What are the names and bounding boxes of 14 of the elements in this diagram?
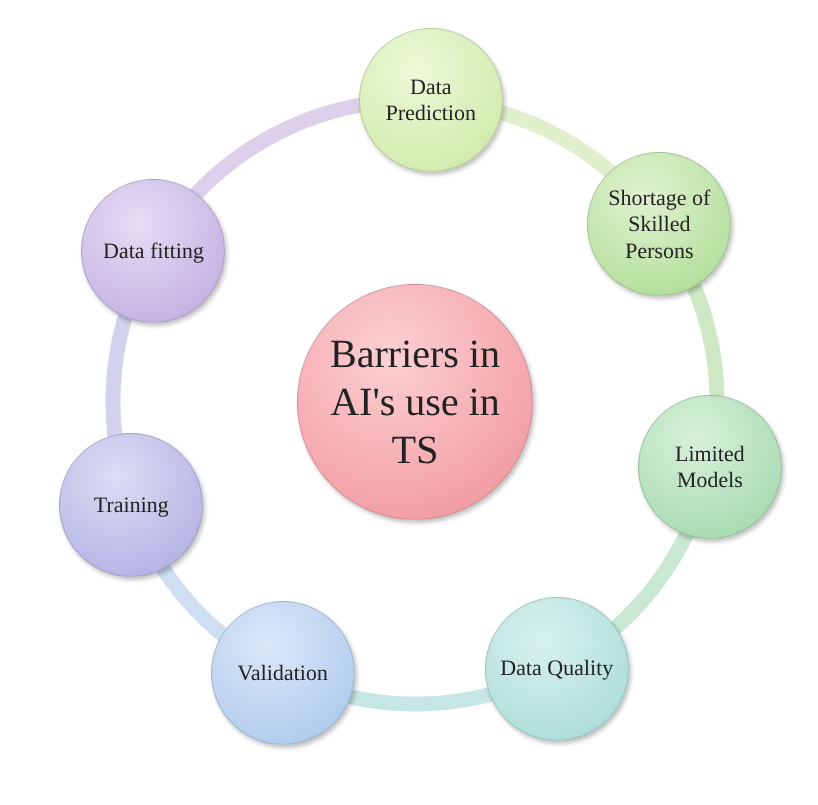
ring-connector [686, 283, 724, 398]
ring-connector [106, 314, 133, 438]
ring-connector [348, 686, 493, 712]
barrier-label: Training [92, 492, 170, 518]
ring-connector [498, 105, 616, 179]
barrier-label: Limited Models [674, 440, 746, 494]
central-topic-text: Barriers in AI's use in TS [329, 330, 501, 474]
barrier-label: Shortage of Skilled Persons [607, 184, 712, 264]
barrier-label: Data Prediction [384, 74, 478, 127]
ring-connector [156, 564, 228, 642]
barrier-label: Validation [236, 660, 329, 687]
ring-connector [609, 530, 694, 634]
barrier-label: Data fitting [102, 238, 205, 264]
barrier-label: Data Quality [499, 655, 614, 682]
